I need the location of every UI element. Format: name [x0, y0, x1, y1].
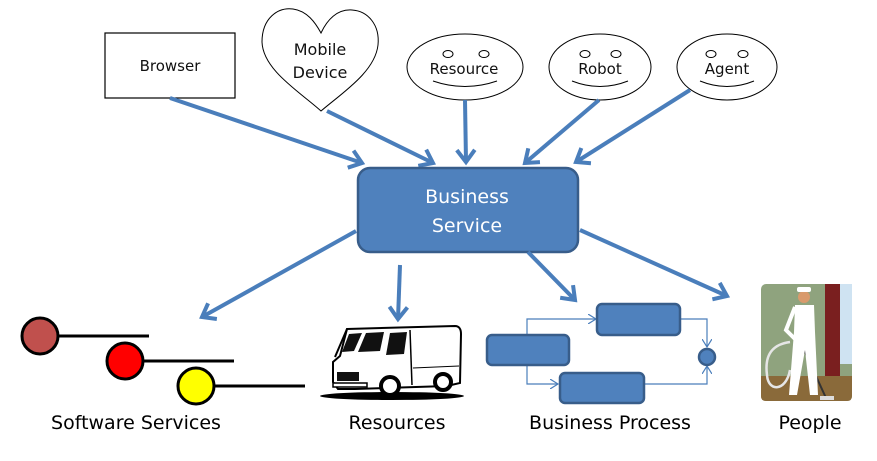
van-window-2 — [358, 332, 384, 352]
left-eye-icon — [442, 50, 454, 58]
business-service-box — [356, 166, 580, 254]
arrow-service-to-software — [199, 229, 357, 321]
face-outline — [676, 33, 778, 101]
left-eye-icon — [579, 50, 591, 58]
arrow-agent-to-service — [573, 88, 692, 166]
flow-line-merge-top — [681, 318, 707, 347]
person-cap — [797, 287, 811, 292]
van-windshield-edge — [334, 328, 348, 358]
delivery-van-icon: Resources — [320, 324, 464, 434]
face-outline — [548, 33, 652, 101]
arrow-mobile-to-service — [326, 109, 436, 168]
business-service-line1: Business — [425, 186, 509, 208]
person-pants — [789, 332, 818, 395]
vacuum-head — [820, 396, 834, 400]
smile-icon — [571, 80, 629, 87]
incoming-arrows — [169, 88, 692, 170]
interface-ball-3 — [176, 366, 216, 406]
person-arm — [783, 306, 798, 342]
curtain — [825, 284, 840, 380]
browser-box — [104, 32, 236, 99]
client-robot: Robot — [548, 33, 652, 101]
van-side-line — [412, 365, 460, 369]
vacuum-hose — [765, 340, 792, 389]
arrow-service-to-people — [579, 228, 731, 302]
right-eye-icon — [478, 50, 490, 58]
van-grille — [337, 372, 359, 381]
flow-line-merge-bottom — [645, 366, 707, 385]
resource-label: Resource — [430, 60, 499, 78]
process-flow-icon: Business Process — [485, 302, 717, 434]
client-resource: Resource — [406, 33, 524, 101]
arrow-service-to-process — [526, 250, 578, 303]
arrow-service-to-resources — [387, 264, 409, 323]
process-step-start — [485, 333, 571, 367]
floor — [761, 376, 852, 401]
interface-ball-1 — [20, 316, 60, 356]
flow-line-bottom — [526, 366, 558, 384]
client-mobile-device: Mobile Device — [261, 8, 379, 112]
software-services-icon: Software Services — [20, 316, 305, 434]
mobile-label-line2: Device — [293, 63, 348, 82]
browser-label: Browser — [140, 57, 202, 75]
smile-icon — [699, 80, 755, 87]
van-rear-wheel — [433, 372, 453, 392]
van-window-3 — [386, 332, 407, 355]
people-label: People — [778, 412, 841, 434]
robot-label: Robot — [578, 60, 622, 78]
person-head — [798, 291, 810, 303]
van-window-1 — [342, 333, 362, 352]
resources-label: Resources — [348, 412, 445, 434]
process-step-bottom — [558, 371, 646, 405]
business-service: Business Service — [356, 166, 580, 254]
arrow-robot-to-service — [522, 98, 601, 166]
software-services-label: Software Services — [51, 412, 221, 434]
business-process-label: Business Process — [529, 412, 691, 434]
right-eye-icon — [737, 50, 749, 58]
van-bumper — [332, 382, 368, 388]
arrow-resource-to-service — [455, 99, 477, 166]
process-end-node — [697, 347, 717, 367]
left-eye-icon — [705, 50, 717, 58]
mobile-label-line1: Mobile — [294, 40, 346, 59]
outgoing-arrows — [199, 228, 731, 323]
agent-label: Agent — [705, 60, 750, 78]
right-eye-icon — [610, 50, 622, 58]
process-step-top — [595, 302, 682, 337]
flow-line-top — [526, 319, 596, 335]
janitor-vacuum-icon: People — [761, 284, 852, 434]
arrow-browser-to-service — [169, 96, 366, 170]
interface-ball-2 — [105, 341, 145, 381]
client-browser: Browser — [104, 32, 236, 99]
van-front-wheel — [379, 375, 401, 397]
client-agent: Agent — [676, 33, 778, 101]
person-shirt — [794, 305, 815, 332]
business-service-line2: Service — [432, 215, 502, 237]
smile-icon — [432, 80, 498, 87]
heart-shape — [261, 8, 379, 112]
van-door-line — [409, 329, 413, 386]
